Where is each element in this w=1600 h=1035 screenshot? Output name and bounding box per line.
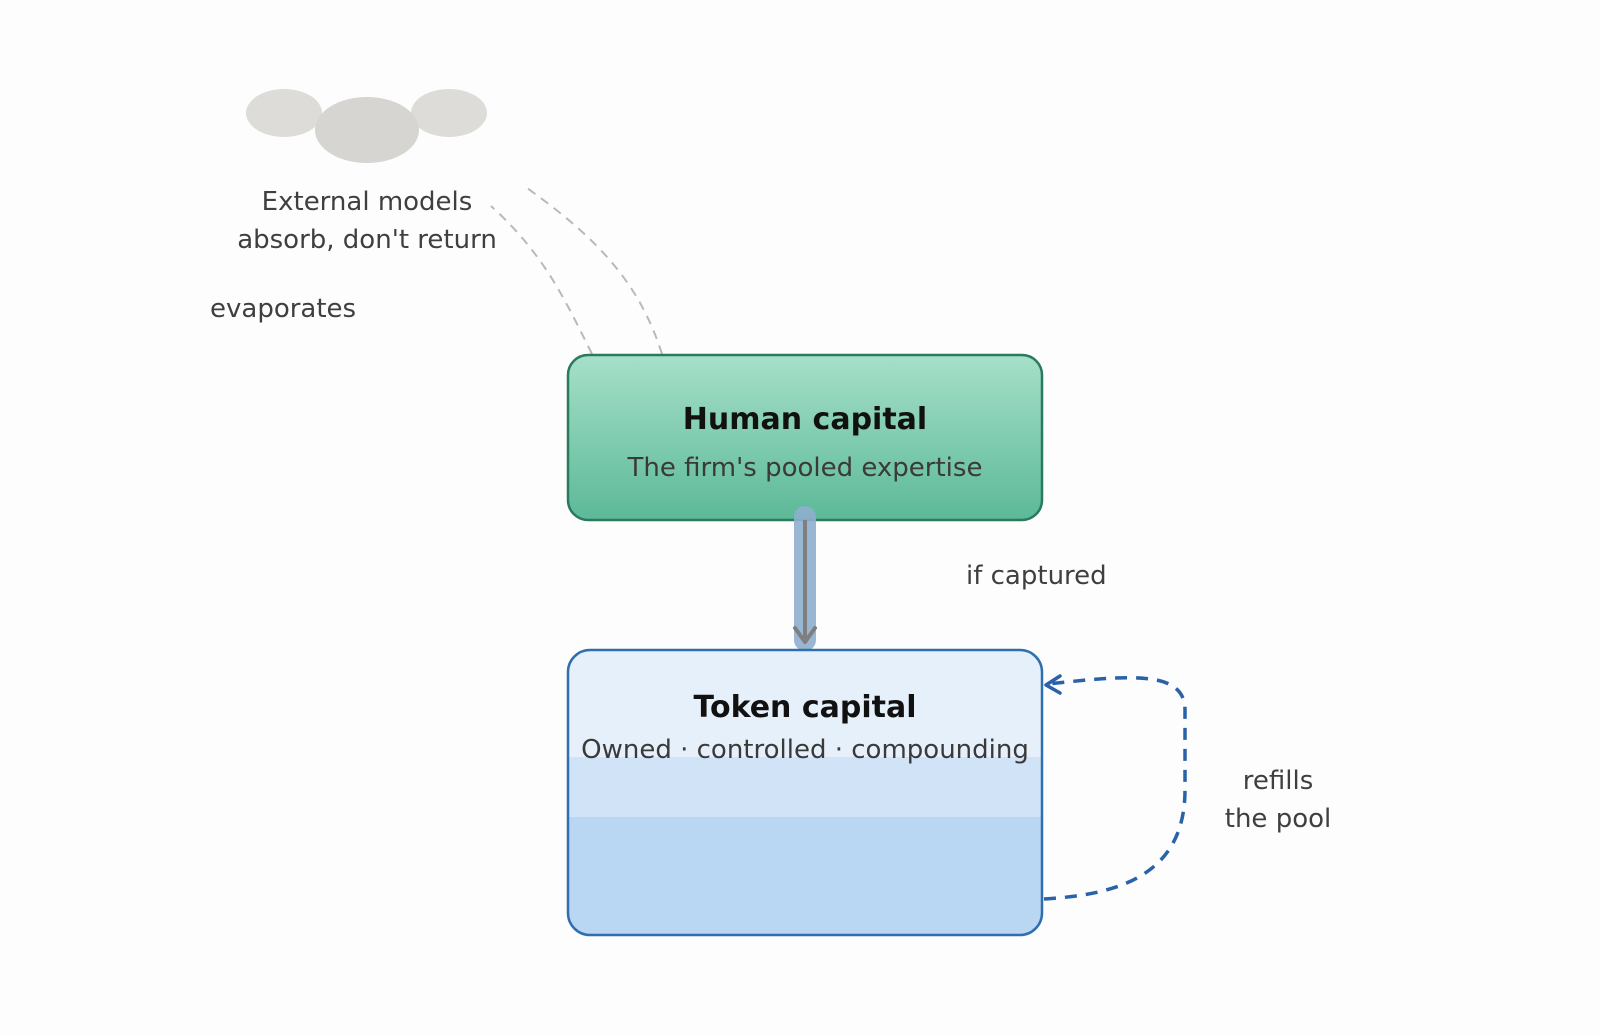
capture-flow-arrow [793,506,817,651]
cloud-label-line2: absorb, don't return [237,225,497,255]
evaporates-label: evaporates [210,294,357,324]
evaporation-line-left [490,205,593,355]
cloud-icon [246,89,487,163]
cloud-label-line1: External models [261,187,473,217]
refills-label-line2: the pool [1224,804,1332,834]
human-capital-subtitle: The firm's pooled expertise [627,453,983,483]
human-capital-box [566,353,1044,522]
if-captured-label: if captured [966,561,1107,591]
token-capital-subtitle: Owned · controlled · compounding [581,735,1029,765]
pool-water [568,817,1042,935]
refill-loop-arrow [1043,674,1187,901]
pool-water-light [568,757,1042,817]
token-capital-box [566,648,1044,937]
refills-label-line1: refills [1242,766,1314,796]
token-capital-title: Token capital [693,690,917,725]
evaporation-line-right [526,187,663,355]
human-capital-title: Human capital [682,402,928,437]
